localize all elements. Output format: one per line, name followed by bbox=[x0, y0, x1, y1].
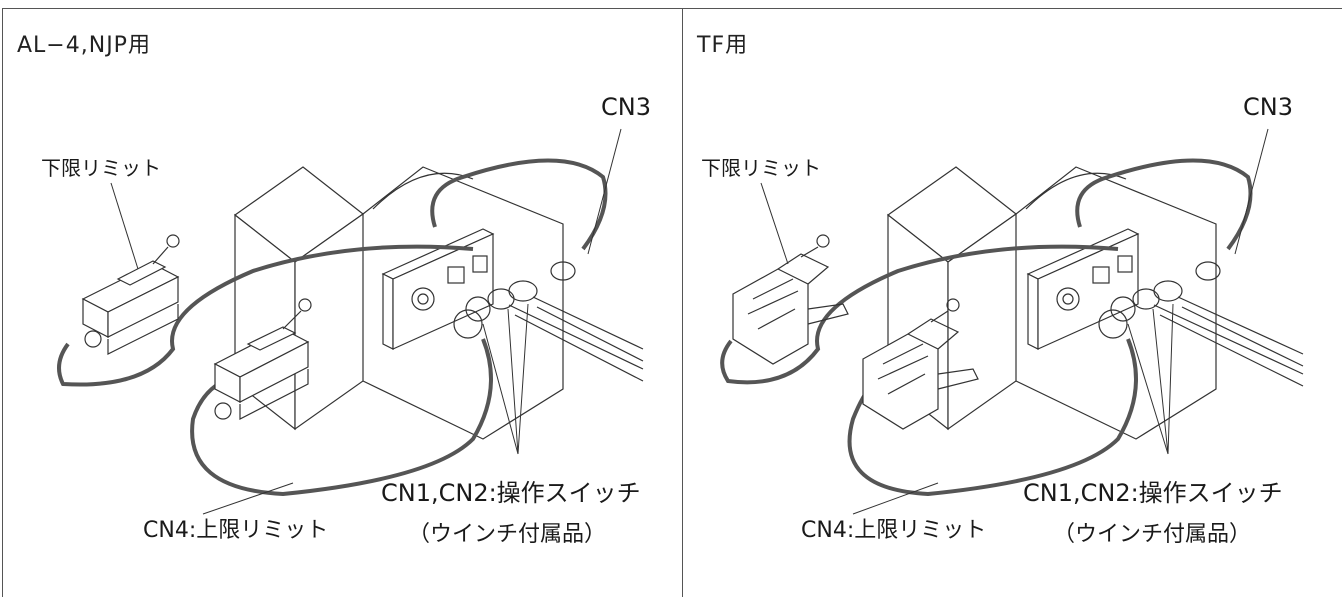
label-winch-accessory: （ウインチ付属品） bbox=[408, 522, 606, 547]
panel-tf: TF用 bbox=[682, 8, 1342, 597]
upper-limit-switch bbox=[862, 298, 979, 430]
leader-lines bbox=[110, 128, 622, 515]
cables bbox=[57, 158, 608, 497]
connector-panel bbox=[381, 228, 495, 350]
wiring-illustration: CN3 下限リミット CN4:上限リミット CN1,CN2:操作スイッチ （ウイ… bbox=[701, 93, 1304, 547]
lower-limit-switch bbox=[81, 234, 180, 355]
label-cn3: CN3 bbox=[601, 93, 651, 121]
lower-limit-switch bbox=[732, 234, 849, 365]
upper-limit-switch bbox=[213, 298, 312, 420]
panel-al4-njp: AL−4,NJP用 bbox=[2, 8, 682, 597]
label-lower-limit: 下限リミット bbox=[701, 156, 821, 180]
connector-panel bbox=[1026, 228, 1140, 350]
panel-title: TF用 bbox=[697, 33, 749, 58]
label-cn4: CN4:上限リミット bbox=[143, 518, 328, 543]
wiring-illustration: CN3 下限リミット CN4:上限リミット CN1,CN2:操作スイッチ （ウイ… bbox=[41, 93, 651, 547]
label-cn1-cn2: CN1,CN2:操作スイッチ bbox=[1023, 479, 1283, 507]
label-cn1-cn2: CN1,CN2:操作スイッチ bbox=[381, 479, 641, 507]
cables bbox=[720, 158, 1253, 497]
label-cn3: CN3 bbox=[1243, 93, 1293, 121]
connector-plugs bbox=[487, 261, 644, 382]
leader-lines bbox=[760, 128, 1269, 515]
connector-plugs bbox=[1132, 261, 1304, 387]
label-winch-accessory: （ウインチ付属品） bbox=[1053, 522, 1251, 547]
panel-title: AL−4,NJP用 bbox=[17, 33, 151, 58]
label-cn4: CN4:上限リミット bbox=[801, 518, 986, 543]
label-lower-limit: 下限リミット bbox=[41, 156, 161, 180]
